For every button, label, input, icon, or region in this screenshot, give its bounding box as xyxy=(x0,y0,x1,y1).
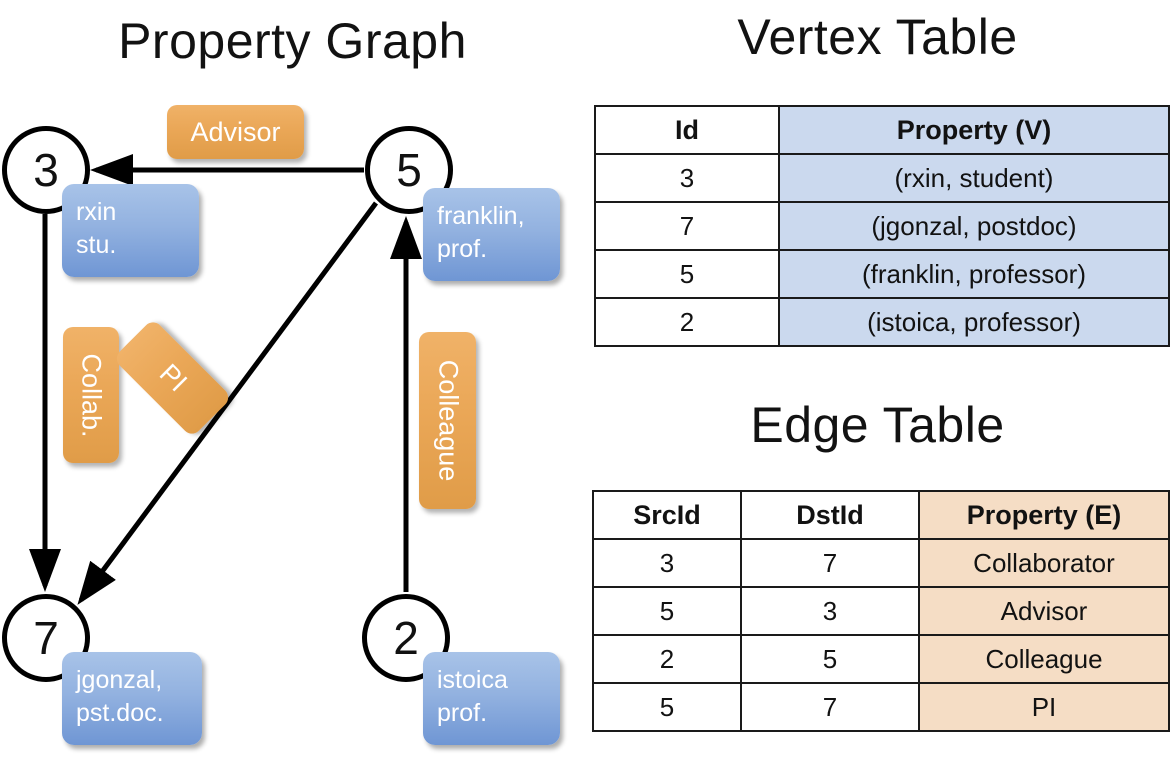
table-row[interactable]: 2 5 Colleague xyxy=(592,634,1170,684)
edge-row-1-src: 5 xyxy=(592,586,742,636)
edge-row-2-src: 2 xyxy=(592,634,742,684)
edge-row-1-property: Advisor xyxy=(918,586,1170,636)
table-row[interactable]: 5 7 PI xyxy=(592,682,1170,732)
graph-node-7-label: 7 xyxy=(33,612,59,664)
vertex-row-3-id: 2 xyxy=(594,297,780,347)
graph-node-5[interactable]: 5 xyxy=(365,126,453,214)
vertex-table-header-property: Property (V) xyxy=(778,105,1170,155)
edge-row-3-src: 5 xyxy=(592,682,742,732)
edge-arrow-5-to-7 xyxy=(77,201,379,605)
vertex-row-2-property: (franklin, professor) xyxy=(778,249,1170,299)
vertex-property-rxin-line2: stu. xyxy=(76,231,117,259)
edge-table: SrcId DstId Property (E) 3 7 Collaborato… xyxy=(592,490,1170,732)
edge-property-box-collab: Collab. xyxy=(63,327,119,463)
vertex-row-2-id: 5 xyxy=(594,249,780,299)
edge-property-colleague-label: Colleague xyxy=(433,359,463,482)
edge-row-0-dst: 7 xyxy=(740,538,920,588)
vertex-property-box-istoica: istoica prof. xyxy=(423,652,560,745)
table-row[interactable]: 5 3 Advisor xyxy=(592,586,1170,636)
edge-table-header-dstid: DstId xyxy=(740,490,920,540)
graph-edges-svg xyxy=(29,154,422,605)
edge-table-header-srcid: SrcId xyxy=(592,490,742,540)
vertex-table-title: Vertex Table xyxy=(737,9,1018,65)
edge-property-advisor-label: Advisor xyxy=(190,116,281,147)
edge-property-box-advisor: Advisor xyxy=(167,105,304,159)
edge-row-2-dst: 5 xyxy=(740,634,920,684)
table-row[interactable]: 7 (jgonzal, postdoc) xyxy=(594,201,1170,251)
table-row[interactable]: 3 (rxin, student) xyxy=(594,153,1170,203)
property-graph-title: Property Graph xyxy=(118,13,467,69)
vertex-property-franklin-line2: prof. xyxy=(437,235,488,263)
graph-node-5-label: 5 xyxy=(396,144,422,196)
vertex-table: Id Property (V) 3 (rxin, student) 7 (jgo… xyxy=(594,105,1170,347)
edge-row-0-src: 3 xyxy=(592,538,742,588)
vertex-property-franklin-line1: franklin, xyxy=(437,202,525,230)
vertex-property-istoica-line2: prof. xyxy=(437,699,488,727)
vertex-property-jgonzal-line2: pst.doc. xyxy=(76,699,164,727)
vertex-property-jgonzal-line1: jgonzal, xyxy=(76,666,163,694)
edge-property-box-colleague: Colleague xyxy=(419,332,476,509)
vertex-row-0-property: (rxin, student) xyxy=(778,153,1170,203)
table-row[interactable]: 2 (istoica, professor) xyxy=(594,297,1170,347)
edge-property-pi-label: PI xyxy=(153,358,193,398)
vertex-table-header-row: Id Property (V) xyxy=(594,105,1170,155)
edge-row-1-dst: 3 xyxy=(740,586,920,636)
vertex-property-rxin-line1: rxin xyxy=(76,198,117,226)
table-row[interactable]: 5 (franklin, professor) xyxy=(594,249,1170,299)
edge-table-title: Edge Table xyxy=(750,397,1005,453)
vertex-property-box-franklin: franklin, prof. xyxy=(423,188,560,281)
edge-table-header-row: SrcId DstId Property (E) xyxy=(592,490,1170,540)
graph-node-2-label: 2 xyxy=(393,612,419,664)
vertex-row-1-id: 7 xyxy=(594,201,780,251)
vertex-property-box-rxin: rxin stu. xyxy=(62,184,199,277)
property-graph-panel: Property Graph 3 5 7 2 rxin stu. frankli… xyxy=(2,13,560,745)
edge-row-0-property: Collaborator xyxy=(918,538,1170,588)
edge-row-2-property: Colleague xyxy=(918,634,1170,684)
vertex-table-header-id: Id xyxy=(594,105,780,155)
graph-node-2[interactable]: 2 xyxy=(362,594,450,682)
vertex-row-1-property: (jgonzal, postdoc) xyxy=(778,201,1170,251)
vertex-property-istoica-line1: istoica xyxy=(437,666,508,694)
edge-row-3-property: PI xyxy=(918,682,1170,732)
edge-table-header-property: Property (E) xyxy=(918,490,1170,540)
vertex-row-3-property: (istoica, professor) xyxy=(778,297,1170,347)
edge-row-3-dst: 7 xyxy=(740,682,920,732)
edge-property-collab-label: Collab. xyxy=(76,352,107,438)
tables-panel: Vertex Table Id Property (V) 3 (rxin, st… xyxy=(585,0,1170,760)
table-row[interactable]: 3 7 Collaborator xyxy=(592,538,1170,588)
vertex-property-box-jgonzal: jgonzal, pst.doc. xyxy=(62,652,202,745)
graph-node-3-label: 3 xyxy=(33,144,59,196)
vertex-row-0-id: 3 xyxy=(594,153,780,203)
